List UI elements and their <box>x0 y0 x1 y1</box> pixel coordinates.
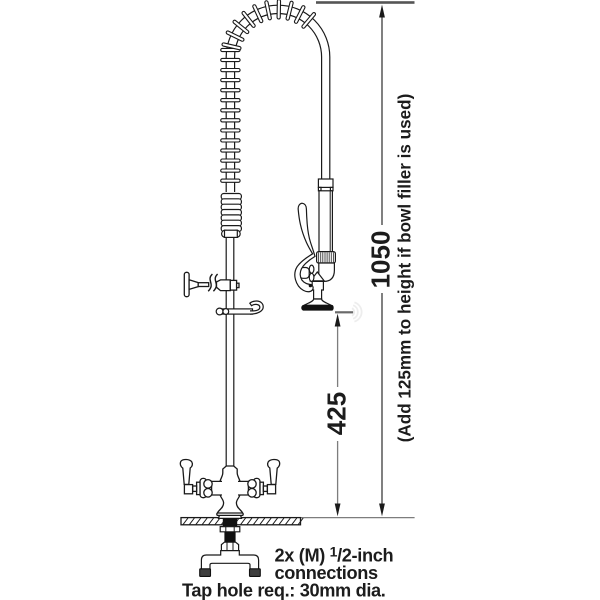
svg-text:2x (M) 1/2-inch: 2x (M) 1/2-inch <box>275 544 394 566</box>
svg-text:connections: connections <box>275 563 379 583</box>
svg-text:(Add 125mm to height if bowl f: (Add 125mm to height if bowl filler is u… <box>396 94 415 443</box>
svg-text:425: 425 <box>322 392 352 435</box>
svg-text:Tap hole req.: 30mm dia.: Tap hole req.: 30mm dia. <box>182 581 386 600</box>
svg-text:1050: 1050 <box>366 231 396 289</box>
